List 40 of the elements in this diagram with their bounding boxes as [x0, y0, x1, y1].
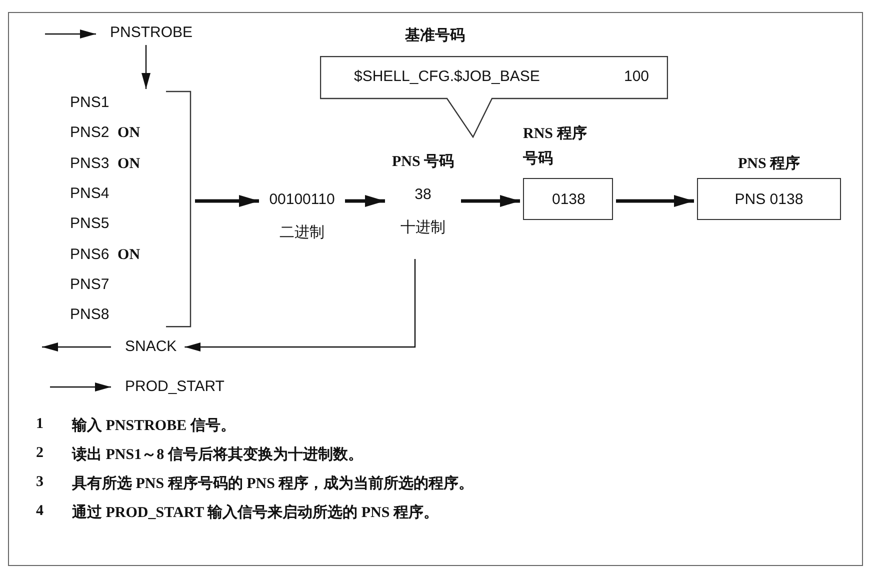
number-base-label: 二进制 — [280, 223, 324, 243]
signal-name: PNS4 — [70, 184, 110, 202]
signal-label: SNACK — [125, 338, 177, 355]
variable-value: 100 — [624, 68, 650, 85]
arrow — [42, 342, 111, 352]
arrow — [142, 45, 150, 89]
variable-name: $SHELL_CFG.$JOB_BASE — [354, 68, 540, 85]
callout-heading: 基准号码 — [405, 26, 465, 45]
signal-name: PNS5 — [70, 215, 110, 232]
arrow — [195, 195, 259, 207]
signal-name: PNS6 ON — [70, 246, 140, 264]
signal-name: PNS2 ON — [70, 124, 140, 142]
program-number-display: PNS 0138 — [697, 178, 841, 220]
arrow — [45, 30, 96, 38]
value-heading: PNS 号码 — [392, 153, 454, 172]
step-text: 通过 PROD_START 输入信号来启动所选的 PNS 程序。 — [72, 503, 438, 522]
step-text: 具有所选 PNS 程序号码的 PNS 程序，成为当前所选的程序。 — [72, 474, 474, 493]
box-heading: RNS 程序号码 — [523, 124, 588, 169]
number-base-label: 十进制 — [400, 218, 446, 238]
step-number: 1 — [36, 416, 44, 433]
value-text: 00100110 — [269, 190, 335, 210]
signal-label: PNSTROBE — [110, 24, 193, 41]
arrow — [345, 195, 385, 207]
program-number-display: 0138 — [523, 178, 613, 220]
step-text: 输入 PNSTROBE 信号。 — [72, 416, 236, 435]
signal-name: PNS8 — [70, 306, 110, 324]
signal-name: PNS1 — [70, 94, 110, 111]
step-text: 读出 PNS1～8 信号后将其变换为十进制数。 — [72, 445, 363, 464]
arrow — [50, 382, 111, 392]
step-number: 3 — [36, 474, 44, 491]
step-number: 4 — [36, 503, 44, 520]
arrow — [616, 195, 694, 207]
arrow — [184, 259, 416, 352]
box-heading: PNS 程序 — [738, 154, 800, 174]
signal-name: PNS7 — [70, 276, 110, 293]
arrow — [461, 195, 520, 207]
step-number: 2 — [36, 445, 44, 462]
value-text: 38 — [414, 185, 432, 205]
signal-label: PROD_START — [125, 378, 224, 395]
signal-name: PNS3 ON — [70, 154, 140, 173]
